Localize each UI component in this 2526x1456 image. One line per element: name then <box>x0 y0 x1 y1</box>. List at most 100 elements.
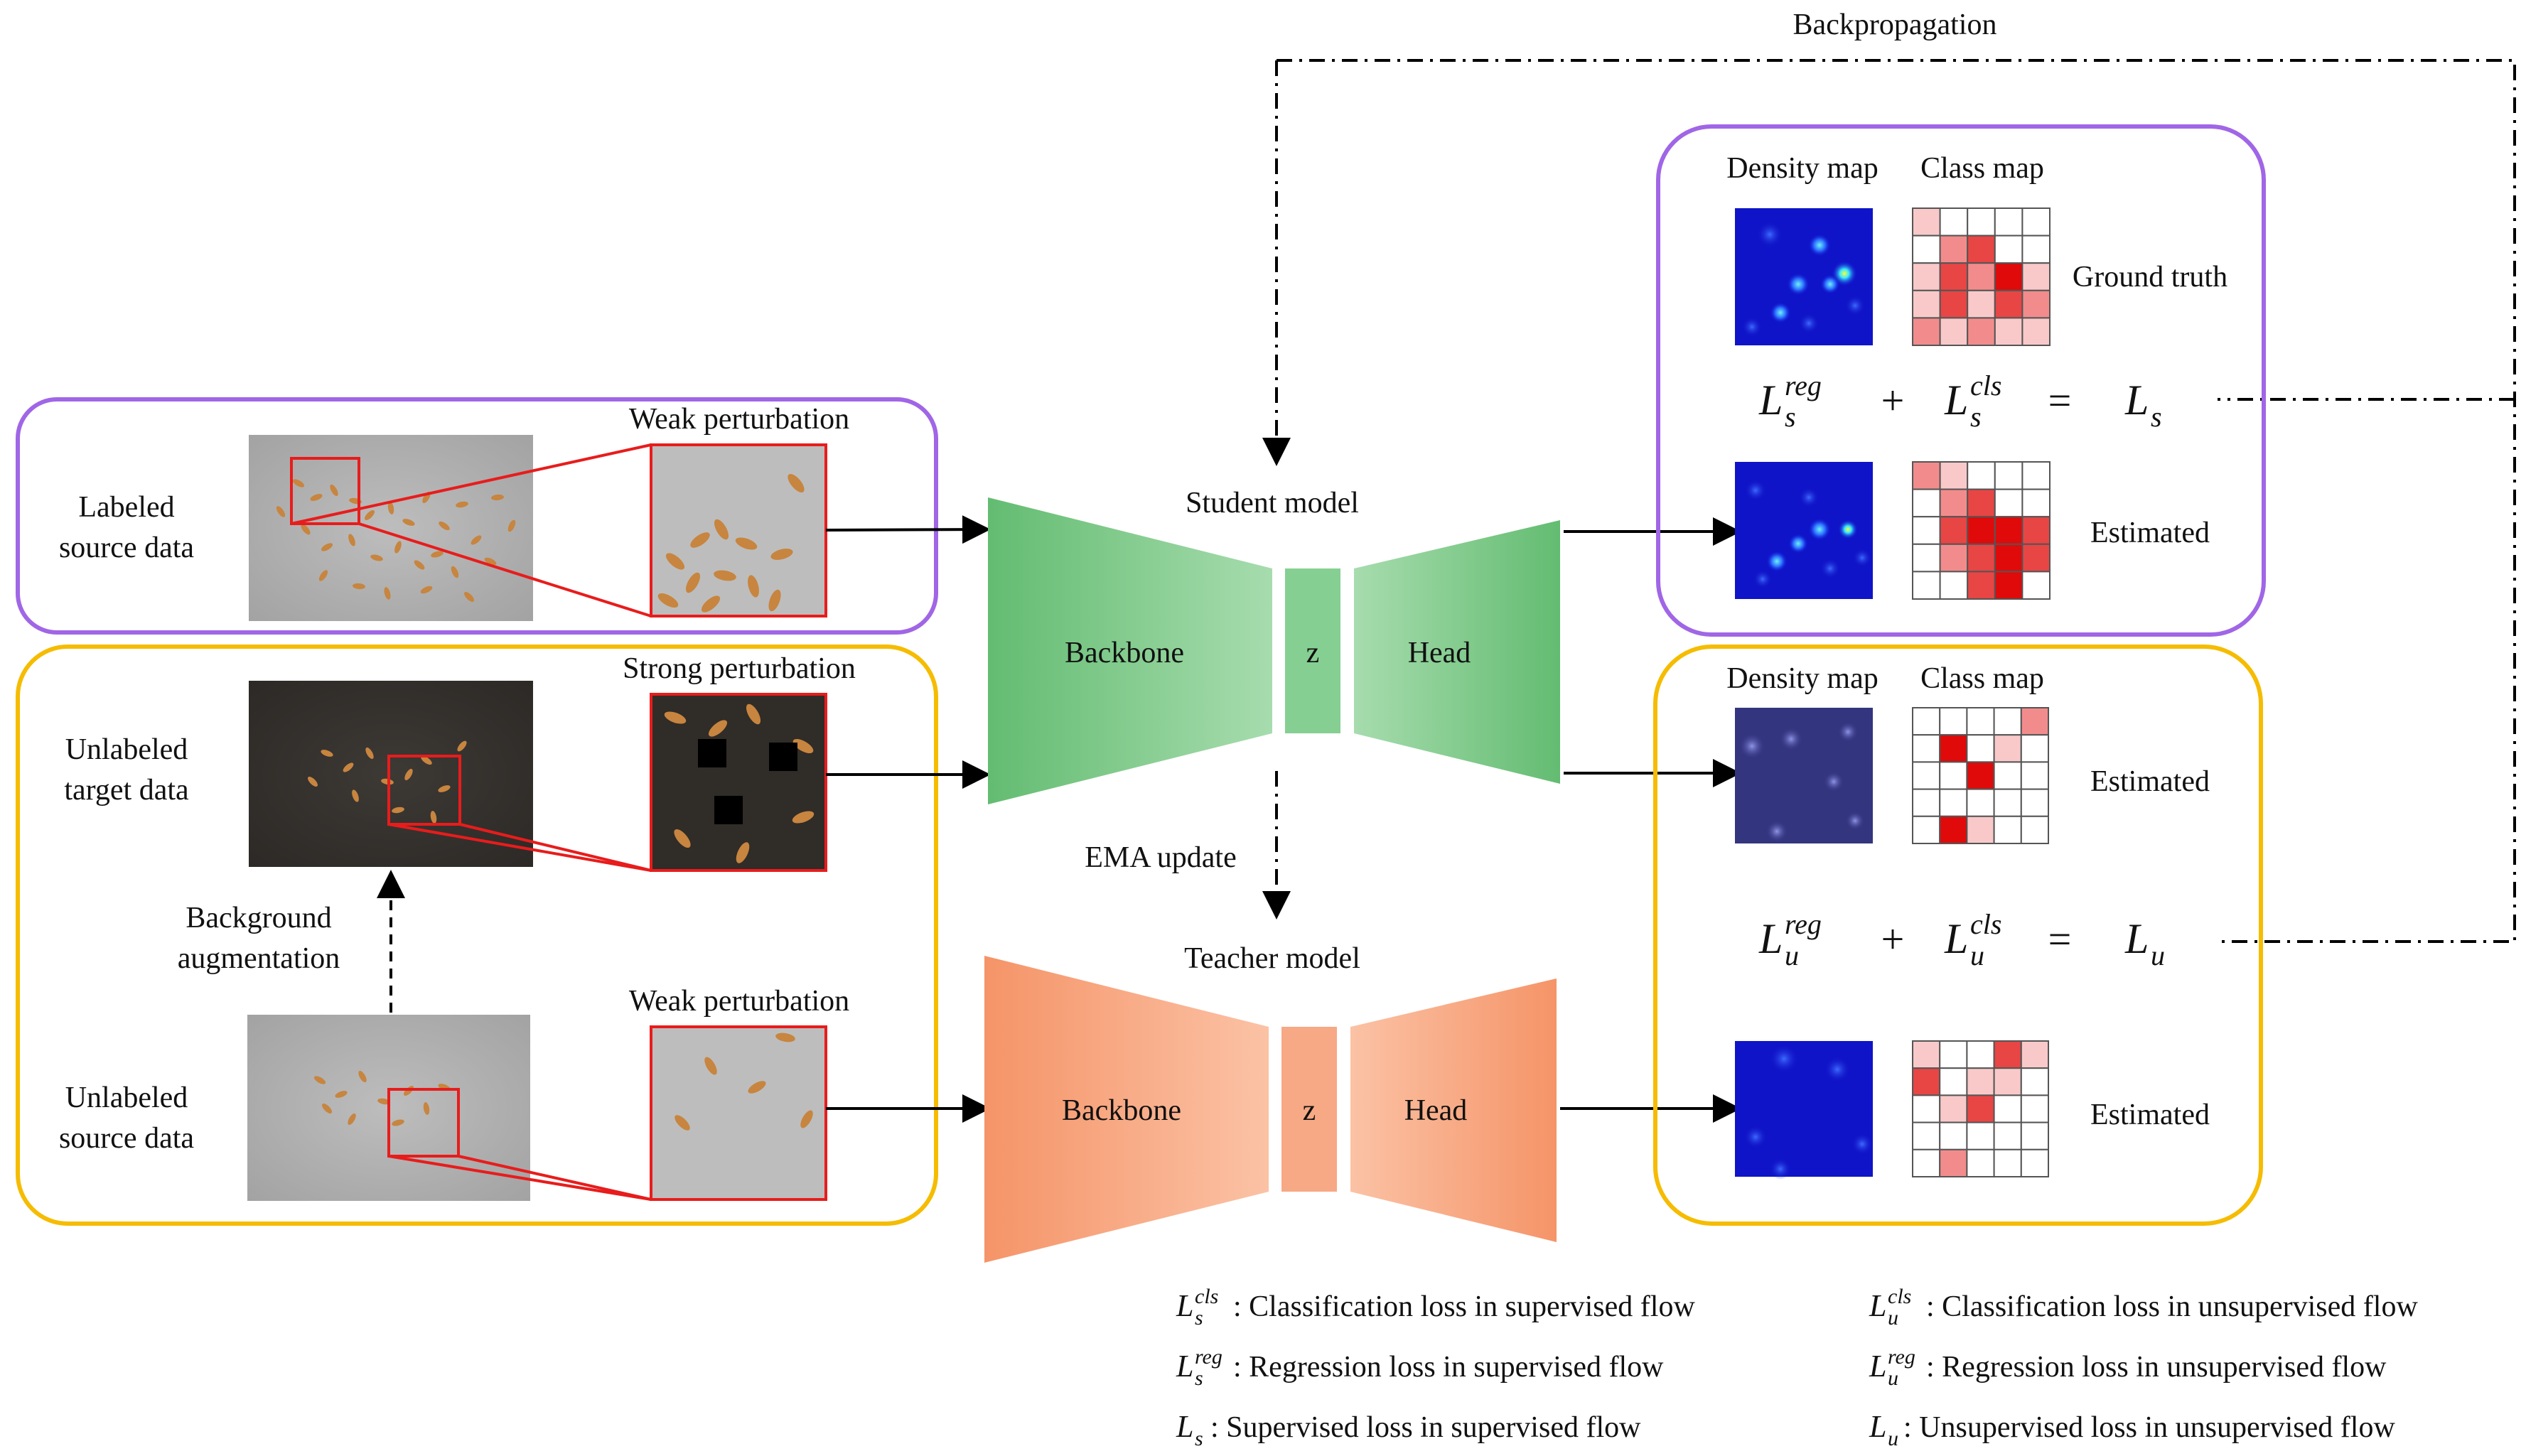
legend-description: : Unsupervised loss in unsupervised flow <box>1903 1411 2395 1444</box>
class-map-cell <box>2020 1040 2050 1069</box>
eq-u-cls-sup: cls <box>1970 908 2001 940</box>
class-map-cell <box>1967 516 1996 545</box>
class-map-cell <box>1912 1067 1941 1096</box>
class-map-cell <box>1994 234 2024 264</box>
student-estimated-density-map <box>1735 708 1873 843</box>
class-map-cell <box>1994 461 2024 490</box>
class-map-cell <box>1994 317 2024 346</box>
loss-equation-unsupervised: L reg u + L cls u = L u <box>1758 908 2165 971</box>
eq-s-reg-sub: s <box>1785 401 1796 433</box>
class-map-cell <box>1939 1094 1968 1123</box>
class-map-cell <box>1966 761 1995 790</box>
class-map-cell <box>1966 1094 1995 1123</box>
class-map-cell <box>1912 543 1941 573</box>
zoom-connector <box>388 823 652 872</box>
class-map-cell <box>1939 1121 1968 1150</box>
class-map-cell <box>2020 707 2050 736</box>
class-map-cell <box>1993 761 2022 790</box>
eq-s-result-sub: s <box>2151 401 2162 433</box>
class-map-cell <box>1939 1148 1968 1178</box>
legend-symbol: L <box>1176 1409 1193 1444</box>
student-title: Student model <box>1186 487 1359 519</box>
eq-s-equals: = <box>2048 377 2072 424</box>
zoom-connector <box>388 1155 652 1201</box>
teacher-z-label: z <box>1303 1094 1316 1127</box>
class-map-cell <box>1939 207 1969 237</box>
unlabeled-target-label-line1: Unlabeled <box>65 733 188 766</box>
class-map-cell <box>1966 788 1995 817</box>
class-map-cell <box>1993 1067 2022 1096</box>
class-map-cell <box>2020 734 2050 763</box>
class-map-cell <box>1967 262 1996 291</box>
class-map-cell <box>1939 815 1968 845</box>
class-map-cell <box>1939 317 1969 346</box>
class-map-cell <box>1939 707 1968 736</box>
unsup-estimated-bottom-label: Estimated <box>2090 1099 2210 1131</box>
labeled-weak-crop <box>650 443 827 618</box>
estimated-density-map <box>1735 462 1873 599</box>
class-map-cell <box>1994 289 2024 319</box>
class-map-cell <box>1912 262 1941 291</box>
class-map-cell <box>1912 734 1941 763</box>
class-map-cell <box>1939 788 1968 817</box>
class-map-cell <box>1912 1121 1941 1150</box>
sup-density-title: Density map <box>1726 152 1878 185</box>
class-map-cell <box>1994 488 2024 518</box>
eq-u-equals: = <box>2048 916 2072 962</box>
class-map-cell <box>1939 262 1969 291</box>
eq-s-cls-sup: cls <box>1970 370 2001 401</box>
zoom-connector <box>291 443 652 618</box>
class-map-cell <box>1912 461 1941 490</box>
student-z-label: z <box>1306 637 1320 669</box>
class-map-cell <box>2021 317 2051 346</box>
class-map-cell <box>1967 234 1996 264</box>
class-map-cell <box>1993 1040 2022 1069</box>
eq-s-reg-sup: reg <box>1785 370 1822 401</box>
unlabeled-target-image <box>249 681 533 867</box>
legend-description: : Regression loss in unsupervised flow <box>1926 1351 2387 1384</box>
class-map-cell <box>1994 516 2024 545</box>
class-map-cell <box>1966 707 1995 736</box>
unlabeled-group-box <box>16 645 938 1226</box>
teacher-backbone-label: Backbone <box>1062 1094 1181 1127</box>
class-map-cell <box>1993 734 2022 763</box>
student-backbone <box>988 497 1272 804</box>
unsup-density-title: Density map <box>1726 662 1878 695</box>
class-map-cell <box>1939 1067 1968 1096</box>
teacher-estimated-class-map <box>1912 1040 2050 1178</box>
class-map-cell <box>1994 571 2024 600</box>
eq-u-cls-sub: u <box>1970 939 1984 971</box>
student-z <box>1285 568 1340 733</box>
legend-symbol: L <box>1869 1409 1886 1444</box>
class-map-cell <box>1912 1148 1941 1178</box>
gt-class-map <box>1912 207 2051 346</box>
class-map-cell <box>2021 289 2051 319</box>
class-map-cell <box>2020 788 2050 817</box>
class-map-cell <box>1939 289 1969 319</box>
class-map-cell <box>1912 707 1941 736</box>
sup-estimated-label: Estimated <box>2090 517 2210 549</box>
class-map-cell <box>2021 207 2051 237</box>
unsup-estimated-top-label: Estimated <box>2090 765 2210 798</box>
class-map-cell <box>2020 1094 2050 1123</box>
labeled-weak-label: Weak perturbation <box>629 403 849 436</box>
class-map-cell <box>2021 543 2051 573</box>
strong-perturbation-crop <box>650 693 827 872</box>
class-map-cell <box>1966 1148 1995 1178</box>
legend-description: : Classification loss in unsupervised fl… <box>1926 1290 2418 1323</box>
class-map-cell <box>1912 488 1941 518</box>
class-map-cell <box>1939 516 1969 545</box>
class-map-cell <box>1939 488 1969 518</box>
class-map-cell <box>1912 1040 1941 1069</box>
background-aug-line1: Background <box>186 902 331 934</box>
class-map-cell <box>1993 788 2022 817</box>
class-map-cell <box>1967 461 1996 490</box>
class-map-cell <box>1967 317 1996 346</box>
legend-superscript: reg <box>1888 1345 1915 1369</box>
class-map-cell <box>2020 1121 2050 1150</box>
class-map-cell <box>2020 761 2050 790</box>
class-map-cell <box>1939 734 1968 763</box>
class-map-cell <box>1912 815 1941 845</box>
class-map-cell <box>1967 289 1996 319</box>
